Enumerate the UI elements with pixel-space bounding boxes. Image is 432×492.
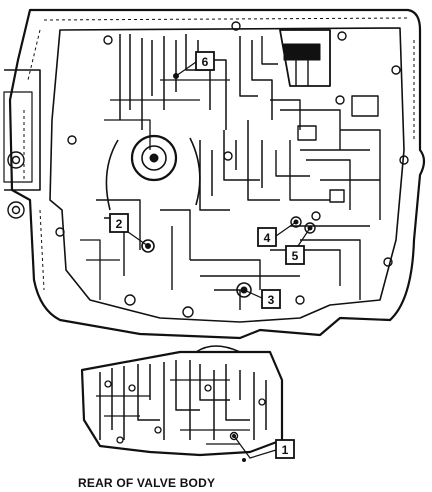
case-outline: [8, 8, 426, 340]
solenoid-block: [279, 29, 331, 87]
callout-6: 6: [195, 51, 215, 71]
mounting-bolts: [7, 21, 409, 318]
svg-text:5: 5: [292, 249, 299, 263]
figure-caption: REAR OF VALVE BODY: [78, 476, 216, 490]
callout-3: 3: [261, 289, 281, 309]
callout-5: 5: [285, 245, 305, 265]
plate-outline: [49, 27, 405, 323]
svg-text:2: 2: [116, 217, 123, 231]
callout-1: 1: [275, 439, 295, 459]
leader-lines: [127, 61, 311, 459]
svg-text:1: 1: [282, 443, 289, 457]
callout-2: 2: [109, 213, 129, 233]
valve-body-rear: [80, 345, 284, 457]
svg-text:6: 6: [202, 55, 209, 69]
svg-text:3: 3: [268, 293, 275, 307]
callout-4: 4: [257, 227, 277, 247]
svg-text:4: 4: [264, 231, 271, 245]
